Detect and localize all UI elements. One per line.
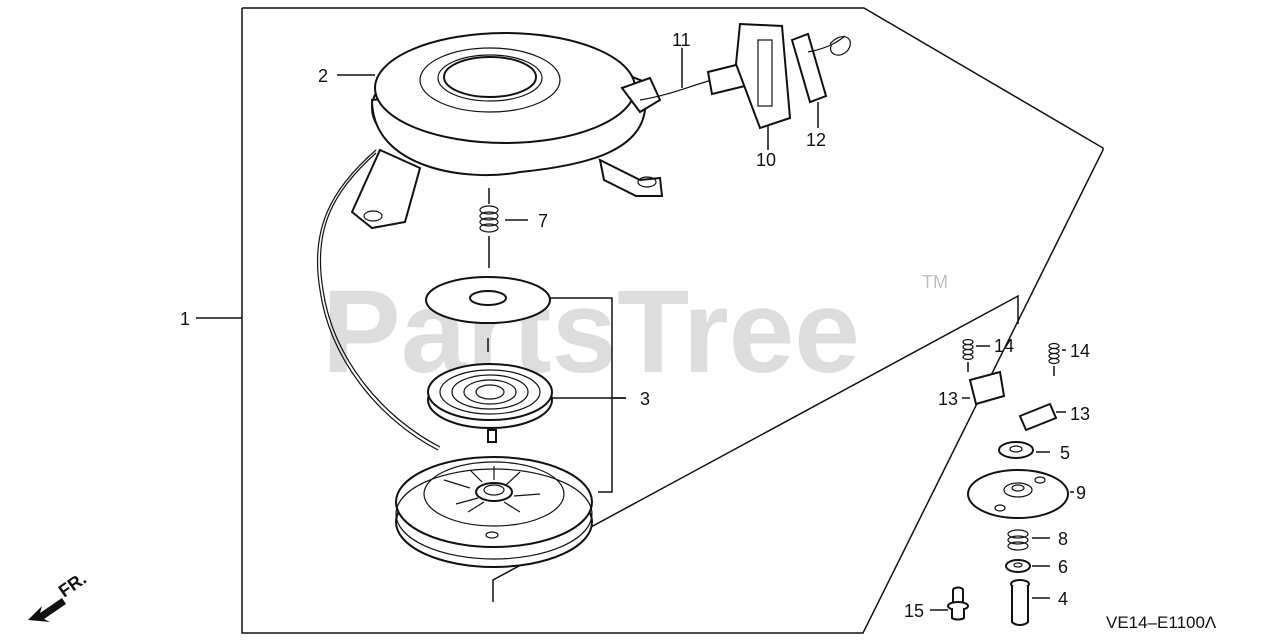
callout-12[interactable]: 12 [806,130,826,150]
callout-7[interactable]: 7 [538,211,548,231]
diagram-code: VE14–E1100Λ [1106,613,1217,632]
assembly-outline [241,7,1104,634]
callout-6[interactable]: 6 [1058,557,1068,577]
ratchet-subassembly-outline [492,294,1019,602]
callout-11[interactable]: 11 [672,30,691,50]
callout-1[interactable]: 1 [180,309,190,329]
small-spring[interactable] [479,205,499,233]
washer[interactable] [998,441,1034,459]
ratchet-pawl[interactable] [1018,402,1058,432]
spring-cover-plate[interactable] [425,276,551,324]
pawl-spring[interactable] [1048,342,1060,365]
callout-14b[interactable]: 14 [1070,341,1090,361]
callout-2[interactable]: 2 [318,66,328,86]
setting-pin[interactable] [1010,579,1030,626]
callout-3[interactable]: 3 [640,389,650,409]
callout-9[interactable]: 9 [1076,483,1086,503]
callout-13b[interactable]: 13 [1070,404,1090,424]
shaft-collar[interactable] [1005,559,1031,573]
callout-10[interactable]: 10 [756,150,776,170]
recoil-spring-hook [487,429,497,443]
watermark-text: PartsTree [322,266,860,398]
callout-15[interactable]: 15 [904,601,924,621]
pawl-spring[interactable] [962,338,974,361]
friction-spring[interactable] [1007,529,1029,551]
grip-plug[interactable] [790,32,851,104]
trademark-symbol: TM [922,272,948,292]
callout-13a[interactable]: 13 [938,389,958,409]
callout-4[interactable]: 4 [1058,589,1068,609]
starter-grip[interactable] [706,22,792,130]
front-direction-arrow: FR. [28,568,90,622]
bracket-3 [550,297,613,493]
recoil-starter-case[interactable] [350,32,664,230]
ratchet-pawl[interactable] [968,370,1006,406]
set-bolt[interactable] [947,586,969,621]
starter-pulley[interactable] [395,456,593,568]
callout-5[interactable]: 5 [1060,443,1070,463]
callout-14a[interactable]: 14 [994,336,1014,356]
callout-8[interactable]: 8 [1058,529,1068,549]
ratchet-plate[interactable] [967,469,1069,519]
starter-rope[interactable] [316,79,713,451]
front-label: FR. [55,568,90,601]
recoil-spring[interactable] [427,363,553,429]
